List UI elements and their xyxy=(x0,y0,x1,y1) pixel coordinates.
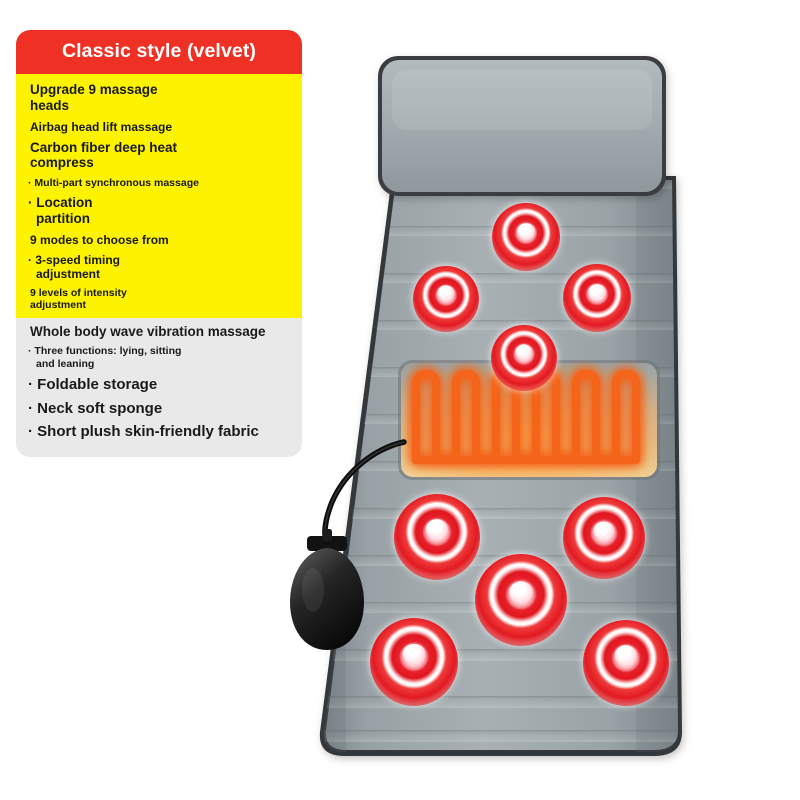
feature-line: Airbag head lift massage xyxy=(30,119,173,134)
feature-line: · Three functions: lying, sitting and le… xyxy=(28,345,182,370)
massage-mat-illustration xyxy=(280,30,740,770)
feature-list-secondary: Whole body wave vibration massage · Three… xyxy=(16,317,302,457)
feature-line: Carbon fiber deep heat compress xyxy=(30,139,178,171)
feature-line: Whole body wave vibration massage xyxy=(30,323,266,339)
airbag-pump xyxy=(290,439,407,650)
feature-line: Upgrade 9 massage heads xyxy=(30,82,158,113)
feature-line: · Neck soft sponge xyxy=(28,399,163,417)
feature-line: 9 modes to choose from xyxy=(30,233,169,247)
heat-panel xyxy=(398,360,660,480)
feature-callout-panel: Classic style (velvet) Upgrade 9 massage… xyxy=(16,30,302,457)
heating-coil xyxy=(412,370,640,464)
feature-line: · 3-speed timing adjustment xyxy=(28,253,121,282)
feature-line: · Multi-part synchronous massage xyxy=(28,177,199,190)
head-pillow xyxy=(378,56,666,196)
panel-title-banner: Classic style (velvet) xyxy=(16,30,302,74)
feature-line: · Location partition xyxy=(28,195,93,227)
feature-line: · Foldable storage xyxy=(28,376,158,393)
feature-line: 9 levels of intensity adjustment xyxy=(30,287,127,312)
feature-line: · Short plush skin-friendly fabric xyxy=(28,423,259,441)
